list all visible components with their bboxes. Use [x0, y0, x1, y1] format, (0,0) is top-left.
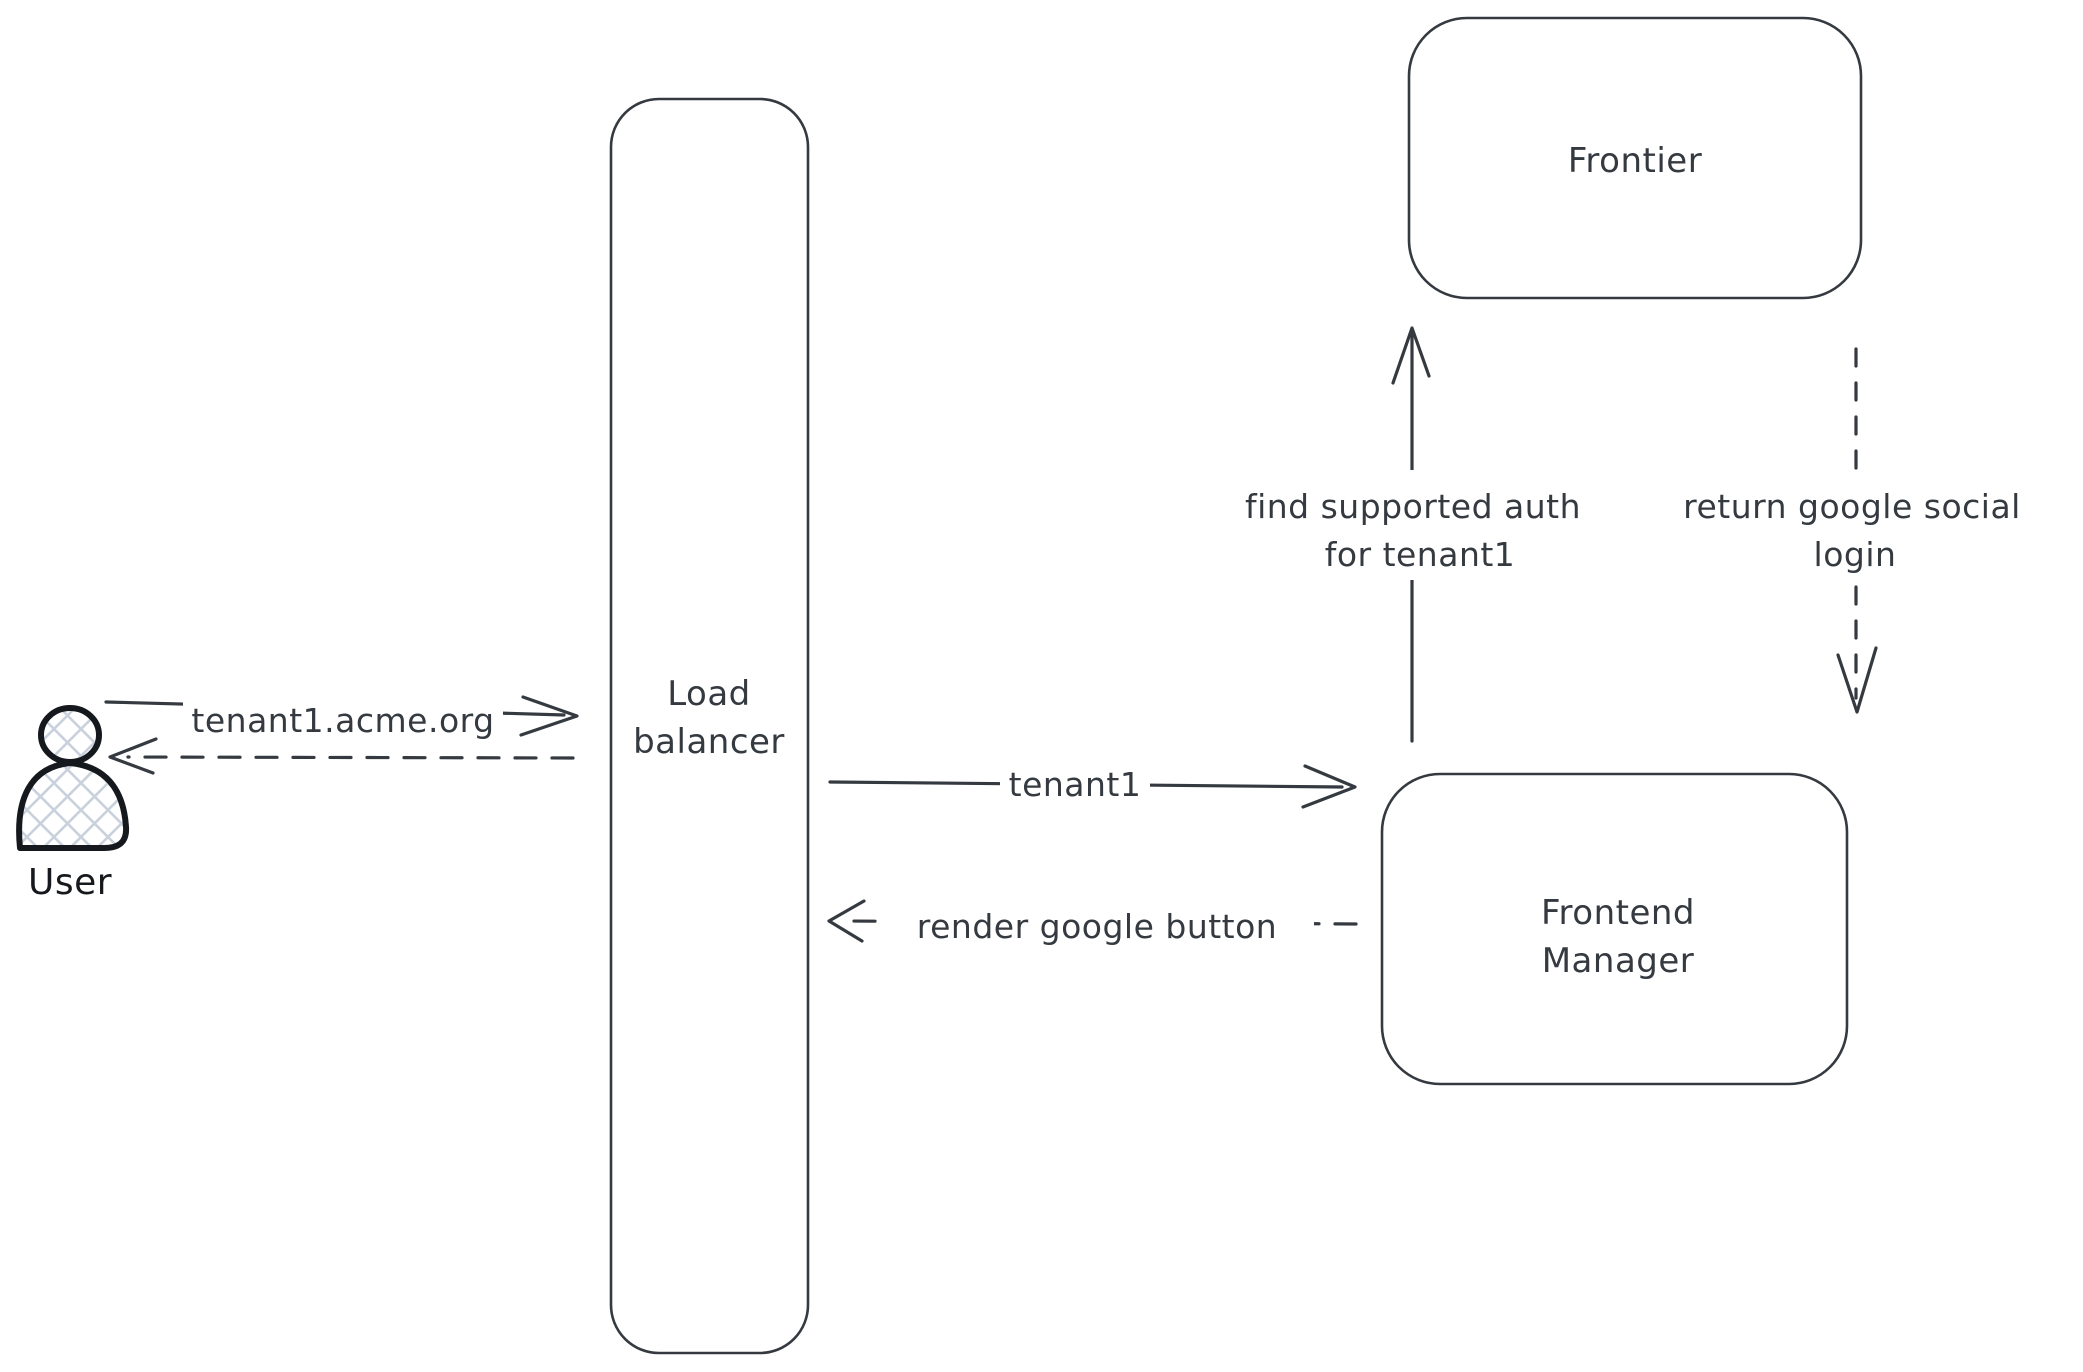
frontier-node: Frontier	[1407, 16, 1863, 300]
user-actor: User	[16, 705, 130, 903]
arrowhead-down-icon	[1836, 646, 1878, 714]
load-balancer-node: Load balancer	[609, 97, 810, 1355]
arrowhead-right-icon	[519, 695, 579, 737]
edge-label-return-google-social-login: return google social login	[1653, 470, 2057, 580]
frontend-manager-label-line1: Frontend	[1541, 893, 1695, 933]
edge-label-text-line2: login	[1814, 535, 1897, 574]
arrow-load-balancer-to-user	[108, 737, 575, 775]
edge-label-text-line1: return google social	[1683, 487, 2021, 526]
person-icon-body	[16, 760, 130, 851]
load-balancer-label-line2: balancer	[633, 722, 785, 762]
edge-label-render-google-button: render google button	[878, 892, 1314, 952]
edge-label-tenant1: tenant1	[1000, 760, 1150, 804]
frontier-shape	[1407, 16, 1863, 300]
frontier-label: Frontier	[1568, 141, 1702, 181]
edge-label-text-line1: find supported auth	[1245, 487, 1581, 526]
arrowhead-right-icon	[1301, 764, 1357, 809]
frontend-manager-shape	[1380, 772, 1849, 1086]
edge-label-text: render google button	[917, 907, 1277, 946]
edge-label-text: tenant1	[1009, 765, 1142, 804]
edge-label-text-line2: for tenant1	[1325, 535, 1516, 574]
arrowhead-up-icon	[1391, 326, 1431, 385]
arrowhead-left-icon	[108, 737, 158, 775]
edge-label-text: tenant1.acme.org	[191, 701, 494, 740]
user-label: User	[28, 862, 112, 903]
load-balancer-label-line1: Load	[667, 674, 751, 714]
frontend-manager-node: Frontend Manager	[1380, 772, 1849, 1086]
frontend-manager-label-line2: Manager	[1542, 941, 1695, 981]
arrowhead-left-icon	[827, 899, 866, 943]
edge-label-find-supported-auth: find supported auth for tenant1	[1210, 470, 1614, 580]
person-icon	[38, 705, 102, 765]
load-balancer-shape	[609, 97, 810, 1355]
edge-label-tenant1-acme-org: tenant1.acme.org	[183, 683, 503, 745]
